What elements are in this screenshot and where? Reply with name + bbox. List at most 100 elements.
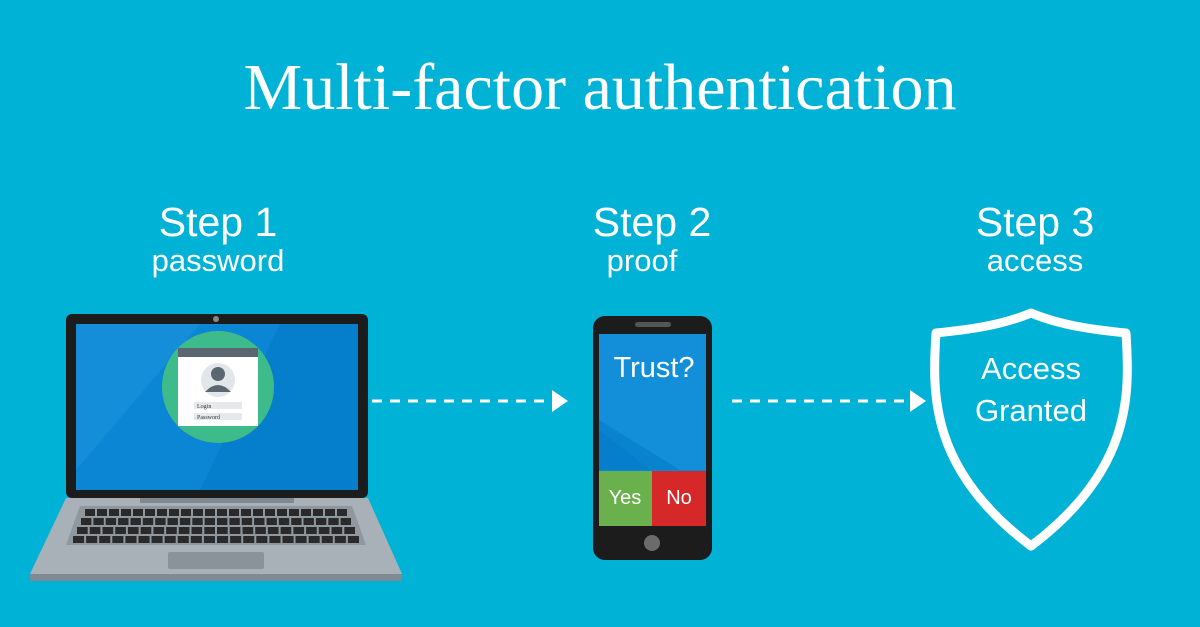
keyboard-key xyxy=(344,527,355,534)
arrow-step1-to-step2 xyxy=(372,390,568,412)
no-button[interactable] xyxy=(652,471,706,526)
keyboard-key xyxy=(328,518,339,525)
keyboard-key xyxy=(321,536,333,543)
keyboard-key xyxy=(153,527,165,534)
keyboard-key xyxy=(289,509,299,516)
no-button-label: No xyxy=(666,487,692,509)
keyboard-key xyxy=(242,527,254,534)
keyboard-key xyxy=(178,527,190,534)
keyboard-key xyxy=(130,518,141,525)
keyboard-key xyxy=(105,518,117,525)
phone-home-button[interactable] xyxy=(644,535,660,551)
step-3-title: Step 3 xyxy=(975,199,1095,245)
arrow-step2-to-step3 xyxy=(732,390,926,412)
laptop-screen-shade xyxy=(200,324,358,490)
step-3-heading: Step 3 access xyxy=(915,200,1155,278)
keyboard-key xyxy=(157,509,167,516)
shield-text-line1: Access xyxy=(981,351,1081,386)
keyboard-key xyxy=(81,518,92,525)
yes-button-label: Yes xyxy=(609,487,642,509)
keyboard-key xyxy=(340,518,351,525)
keyboard-key xyxy=(127,527,139,534)
keyboard-key xyxy=(229,518,240,525)
keyboard-key xyxy=(331,527,343,534)
phone-screen-shade xyxy=(599,420,680,470)
keyboard-key xyxy=(337,509,347,516)
keyboard-key xyxy=(133,509,143,516)
step-1-subtitle: password xyxy=(151,243,285,278)
keyboard-key xyxy=(204,527,215,534)
keyboard-key xyxy=(179,518,191,525)
keyboard-key xyxy=(266,518,277,525)
keyboard-key xyxy=(97,509,107,516)
keyboard-key xyxy=(142,518,154,525)
shield-text-line2: Granted xyxy=(975,393,1087,428)
keyboard-key xyxy=(164,536,176,543)
keyboard-key xyxy=(253,509,263,516)
keyboard-key xyxy=(347,536,359,543)
step-1-heading: Step 1 password xyxy=(98,200,338,278)
keyboard-key xyxy=(282,536,294,543)
keyboard-key xyxy=(325,509,335,516)
keyboard-key xyxy=(318,527,330,534)
step-1-title: Step 1 xyxy=(158,199,278,245)
user-icon xyxy=(205,367,231,392)
laptop-icon: Login Password xyxy=(30,314,402,581)
keyboard-key xyxy=(125,536,137,543)
keyboard-key xyxy=(155,518,166,525)
keyboard-key xyxy=(295,536,307,543)
keyboard-keys xyxy=(73,509,359,543)
keyboard-key xyxy=(301,509,311,516)
keyboard-key xyxy=(190,536,202,543)
keyboard-key xyxy=(77,527,88,534)
keyboard-key xyxy=(267,527,279,534)
shield-icon: Access Granted xyxy=(930,308,1132,551)
touchpad xyxy=(168,552,264,569)
keyboard-key xyxy=(217,509,227,516)
keyboard-key xyxy=(217,536,229,543)
step-2-subtitle: proof xyxy=(606,243,678,278)
keyboard-key xyxy=(192,518,203,525)
keyboard-key xyxy=(166,527,177,534)
step-2-title: Step 2 xyxy=(592,199,712,245)
keyboard-key xyxy=(205,509,215,516)
keyboard-key xyxy=(85,509,95,516)
keyboard-key xyxy=(121,509,131,516)
keyboard-key xyxy=(229,527,241,534)
phone-speaker xyxy=(635,322,671,327)
keyboard-key xyxy=(278,518,290,525)
keyboard-key xyxy=(181,509,191,516)
keyboard-key xyxy=(306,527,317,534)
keyboard-key xyxy=(99,536,111,543)
step-2-heading: Step 2 proof xyxy=(532,200,772,278)
step-3-subtitle: access xyxy=(986,243,1084,278)
keyboard-key xyxy=(277,509,287,516)
keyboard-key xyxy=(145,509,155,516)
yes-button[interactable] xyxy=(599,471,652,526)
keyboard-key xyxy=(241,518,253,525)
laptop-hinge xyxy=(140,498,294,503)
keyboard-key xyxy=(293,527,305,534)
keyboard-key xyxy=(169,509,179,516)
login-field-label: Login xyxy=(197,404,211,410)
keyboard-key xyxy=(315,518,327,525)
trust-prompt: Trust? xyxy=(613,352,694,384)
keyboard-key xyxy=(86,536,98,543)
keyboard-key xyxy=(230,536,242,543)
keyboard-key xyxy=(313,509,323,516)
keyboard-key xyxy=(265,509,275,516)
keyboard-key xyxy=(118,518,129,525)
smartphone-icon: Trust? Yes No xyxy=(593,316,712,560)
password-field[interactable] xyxy=(194,413,242,420)
keyboard-key xyxy=(151,536,163,543)
keyboard-key xyxy=(269,536,281,543)
keyboard-key xyxy=(334,536,346,543)
login-field[interactable] xyxy=(194,402,242,409)
keyboard-key xyxy=(303,518,314,525)
keyboard-key xyxy=(93,518,104,525)
keyboard-key xyxy=(254,518,265,525)
keyboard-key xyxy=(217,518,228,525)
keyboard-key xyxy=(112,536,124,543)
keyboard-key xyxy=(109,509,119,516)
